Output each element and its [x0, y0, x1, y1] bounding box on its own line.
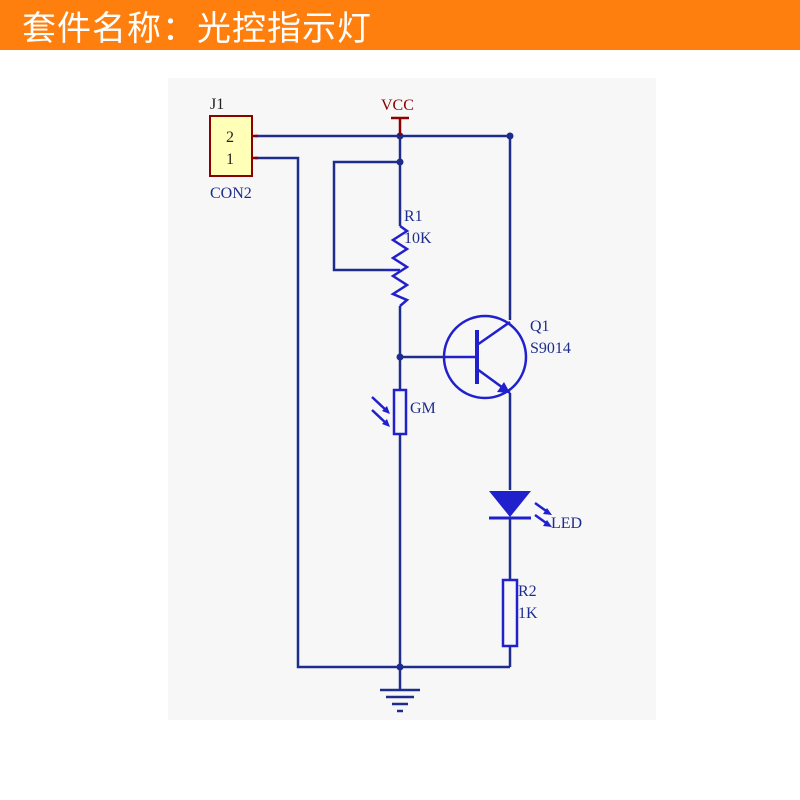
connector-j1: J1 2 1 CON2	[209, 96, 258, 202]
r1-value: 10K	[404, 230, 432, 247]
gm-light-arrowhead-2	[382, 419, 390, 427]
transistor-q1: Q1 S9014	[442, 314, 571, 400]
connector-pin-top-number: 2	[226, 129, 234, 146]
r2-ref: R2	[518, 583, 537, 600]
title-bar: 套件名称：光控指示灯	[0, 0, 800, 50]
q1-emitter-arrow	[497, 382, 510, 393]
resistor-r1: R1 10K	[386, 208, 432, 307]
q1-value: S9014	[530, 340, 571, 357]
r1-ref: R1	[404, 208, 423, 225]
ground-icon	[380, 688, 420, 713]
junction-dot	[396, 663, 404, 671]
led-light-arrowhead-2	[543, 520, 552, 527]
led-diode: LED	[489, 491, 582, 532]
connector-value: CON2	[210, 185, 252, 202]
led-label: LED	[551, 515, 582, 532]
gm-body	[392, 388, 408, 436]
resistor-r2: R2 1K	[501, 578, 538, 648]
page-title: 套件名称：光控指示灯	[22, 8, 372, 49]
r1-zigzag	[390, 224, 410, 307]
q1-collector	[476, 320, 511, 347]
photoresistor-gm: GM	[371, 388, 436, 436]
gm-label: GM	[410, 400, 436, 417]
led-light-arrowhead-1	[543, 508, 552, 515]
junction-dot	[396, 158, 404, 166]
vcc-symbol: VCC	[381, 97, 414, 136]
gm-light-arrowhead-1	[382, 406, 390, 414]
wire-r1-wiper-loop	[332, 160, 400, 272]
connector-pin-bottom-number: 1	[226, 151, 234, 168]
wires	[255, 134, 512, 690]
q1-body	[442, 314, 528, 400]
junction-dot	[506, 132, 514, 140]
schematic-panel	[168, 78, 656, 720]
led-triangle	[489, 491, 531, 517]
r2-body	[501, 578, 519, 648]
connector-body	[209, 115, 253, 177]
connector-ref: J1	[210, 96, 224, 113]
r2-value: 1K	[518, 605, 538, 622]
vcc-label: VCC	[381, 97, 414, 114]
wire-ground-rail	[255, 156, 510, 669]
junction-dot	[396, 353, 404, 361]
q1-ref: Q1	[530, 318, 550, 335]
